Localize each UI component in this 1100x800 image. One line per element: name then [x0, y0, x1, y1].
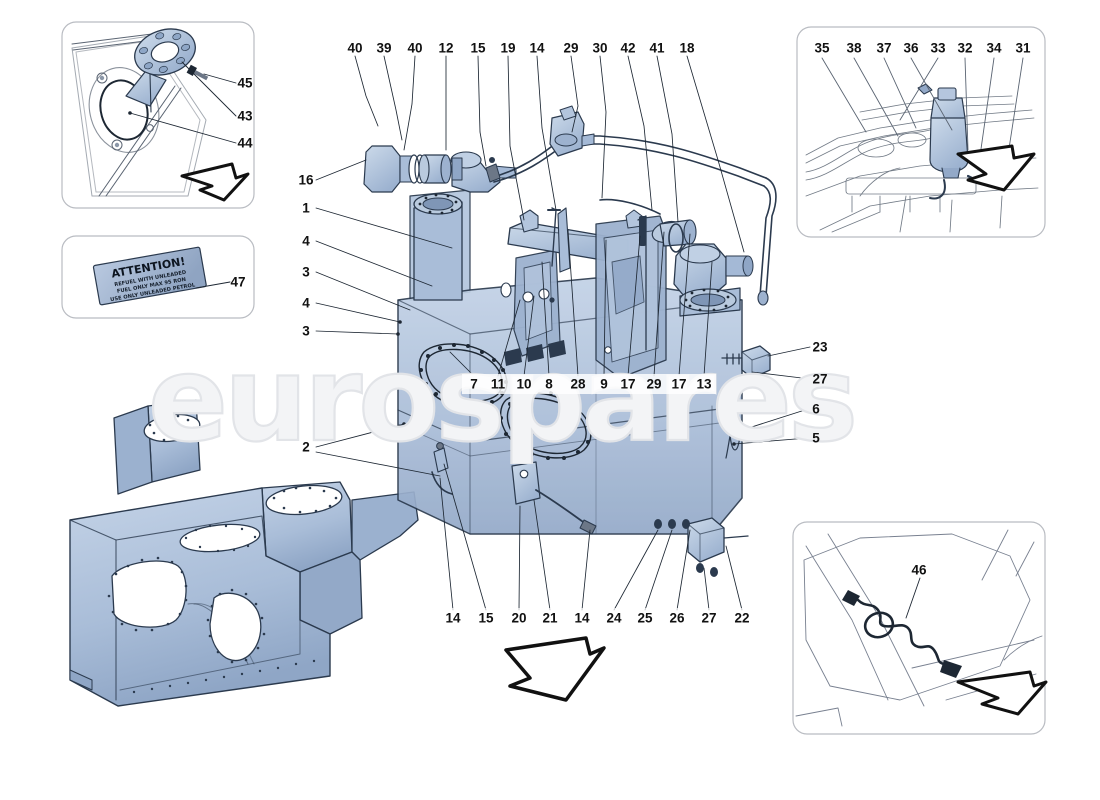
callout-top-14-6: 14 — [529, 40, 545, 56]
callout-bottom-22-9: 22 — [734, 610, 750, 626]
callout-bottom-20-2: 20 — [511, 610, 527, 626]
callout-bottom-26-7: 26 — [669, 610, 685, 626]
callout-middle-10-2: 10 — [516, 376, 532, 392]
bottom-row-backplate — [440, 608, 756, 628]
callout-inset-top-right-36-3: 36 — [903, 40, 919, 56]
callout-top-15-4: 15 — [470, 40, 486, 56]
callout-middle-11-1: 11 — [490, 376, 506, 392]
callout-inset-top-left-44-2: 44 — [237, 135, 253, 151]
callout-right-27-1: 27 — [812, 371, 828, 387]
callout-inset-top-right-35-0: 35 — [814, 40, 830, 56]
callout-bottom-24-5: 24 — [606, 610, 622, 626]
middle-row-backplate — [462, 374, 716, 394]
callout-middle-29-7: 29 — [646, 376, 662, 392]
tank-clip-row — [504, 340, 566, 366]
callout-middle-8-3: 8 — [545, 376, 553, 392]
callout-left-4-4: 4 — [302, 295, 310, 311]
callout-middle-17-8: 17 — [671, 376, 687, 392]
leader-dots — [396, 320, 738, 446]
leader-lines — [315, 55, 811, 611]
callout-inset-top-right-32-5: 32 — [957, 40, 973, 56]
callout-inset-top-left-43-1: 43 — [237, 108, 253, 124]
callout-middle-17-6: 17 — [620, 376, 636, 392]
callout-left-3-5: 3 — [302, 323, 310, 339]
callout-bottom-27-8: 27 — [701, 610, 717, 626]
callout-top-19-5: 19 — [500, 40, 516, 56]
callout-inset-top-right-31-7: 31 — [1015, 40, 1031, 56]
inset-top-right-group — [796, 26, 1046, 238]
callout-inset-top-left-45-0: 45 — [237, 75, 253, 91]
callout-inset-top-right-38-1: 38 — [846, 40, 862, 56]
callout-bottom-14-4: 14 — [574, 610, 590, 626]
callout-inset-bottom-right-46-0: 46 — [911, 562, 927, 578]
callout-top-29-7: 29 — [563, 40, 579, 56]
callout-middle-9-5: 9 — [600, 376, 608, 392]
vapour-canister — [929, 87, 969, 179]
callout-inset-top-right-34-6: 34 — [986, 40, 1002, 56]
right-pump-module — [673, 243, 754, 317]
callout-bottom-15-1: 15 — [478, 610, 494, 626]
callout-inset-top-right-37-2: 37 — [876, 40, 892, 56]
direction-arrow-top-left-inset — [180, 162, 250, 202]
callout-top-42-9: 42 — [620, 40, 636, 56]
callout-left-4-2: 4 — [302, 233, 310, 249]
inset-top-left-group — [61, 21, 255, 209]
fuel-tank-cradle — [69, 399, 419, 707]
callout-left-1-1: 1 — [302, 200, 310, 216]
callout-top-41-10: 41 — [649, 40, 665, 56]
callout-top-18-11: 18 — [679, 40, 695, 56]
callout-left-2-6: 2 — [302, 439, 310, 455]
direction-arrow-bottom-center — [504, 636, 606, 702]
callout-bottom-25-6: 25 — [637, 610, 653, 626]
callout-bottom-21-3: 21 — [542, 610, 558, 626]
direction-arrow-bottom-right-inset — [956, 670, 1048, 716]
callout-top-12-3: 12 — [438, 40, 454, 56]
inset-bottom-right-group — [792, 521, 1048, 735]
direction-arrow-top-right-inset — [956, 144, 1036, 192]
callout-right-5-3: 5 — [812, 430, 820, 446]
callout-inset-warning-plate-47-0: 47 — [230, 274, 246, 290]
callout-left-16-0: 16 — [298, 172, 314, 188]
callout-top-40-0: 40 — [347, 40, 363, 56]
filler-neck-assembly — [363, 145, 463, 193]
inset-warning-plate-group: ATTENTION! REFUEL WITH UNLEADED FUEL ONL… — [61, 235, 255, 319]
callout-bottom-14-0: 14 — [445, 610, 461, 626]
callout-top-40-2: 40 — [407, 40, 423, 56]
callout-right-23-0: 23 — [812, 339, 828, 355]
fuel-tank-body — [363, 105, 777, 577]
callout-middle-28-4: 28 — [570, 376, 586, 392]
callout-inset-top-right-33-4: 33 — [930, 40, 946, 56]
callout-left-3-3: 3 — [302, 264, 310, 280]
callout-right-6-2: 6 — [812, 401, 820, 417]
wiring-harness-46 — [856, 598, 946, 666]
callout-middle-13-9: 13 — [696, 376, 712, 392]
callout-top-39-1: 39 — [376, 40, 392, 56]
callout-top-30-8: 30 — [592, 40, 608, 56]
callout-middle-7-0: 7 — [470, 376, 478, 392]
vent-pipe-network — [489, 135, 777, 297]
